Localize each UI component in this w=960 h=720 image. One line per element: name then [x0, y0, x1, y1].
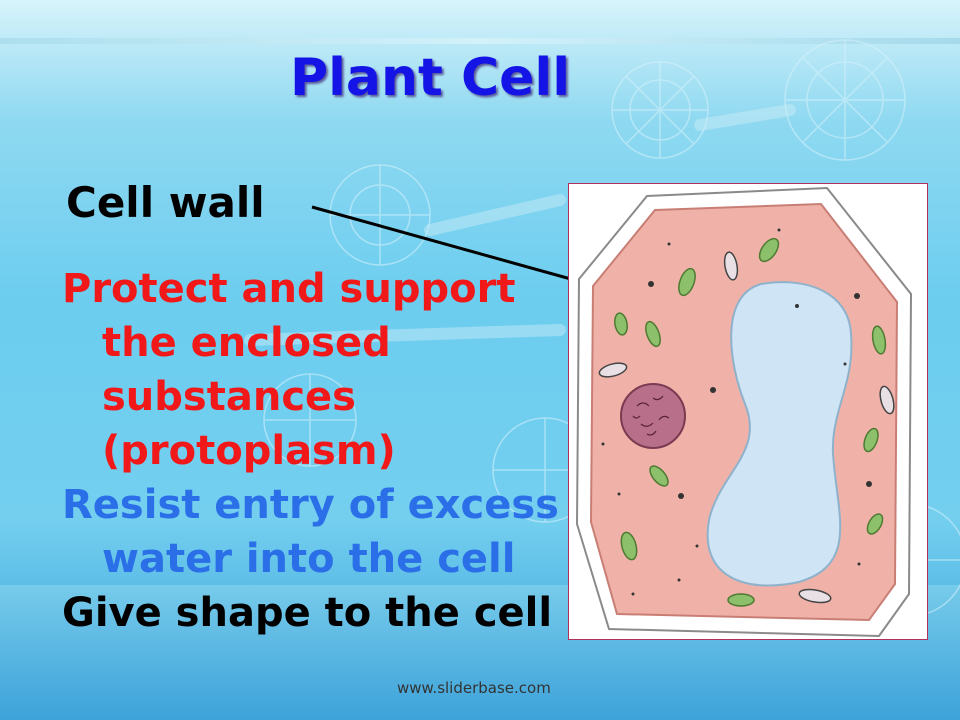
bullet-shape: Give shape to the cell [62, 590, 553, 636]
mitochondria [598, 251, 895, 604]
footer-url: www.sliderbase.com [397, 679, 551, 697]
chromatin [632, 395, 670, 436]
vacuole [706, 281, 853, 587]
nucleus [620, 383, 686, 449]
function-list: Protect and support the enclosed substan… [62, 262, 562, 640]
cell-wall-heading: Cell wall [66, 178, 265, 227]
bullet-resist-water: Resist entry of excess water into the ce… [62, 482, 559, 582]
top-band [0, 38, 960, 44]
plant-cell-diagram [568, 183, 928, 640]
slide-title: Plant Cell [289, 48, 571, 108]
plant-cell-illustration [575, 186, 913, 638]
chloroplasts [614, 237, 887, 607]
bullet-protect: Protect and support the enclosed substan… [62, 266, 516, 474]
cytoplasm-granules [601, 228, 872, 596]
